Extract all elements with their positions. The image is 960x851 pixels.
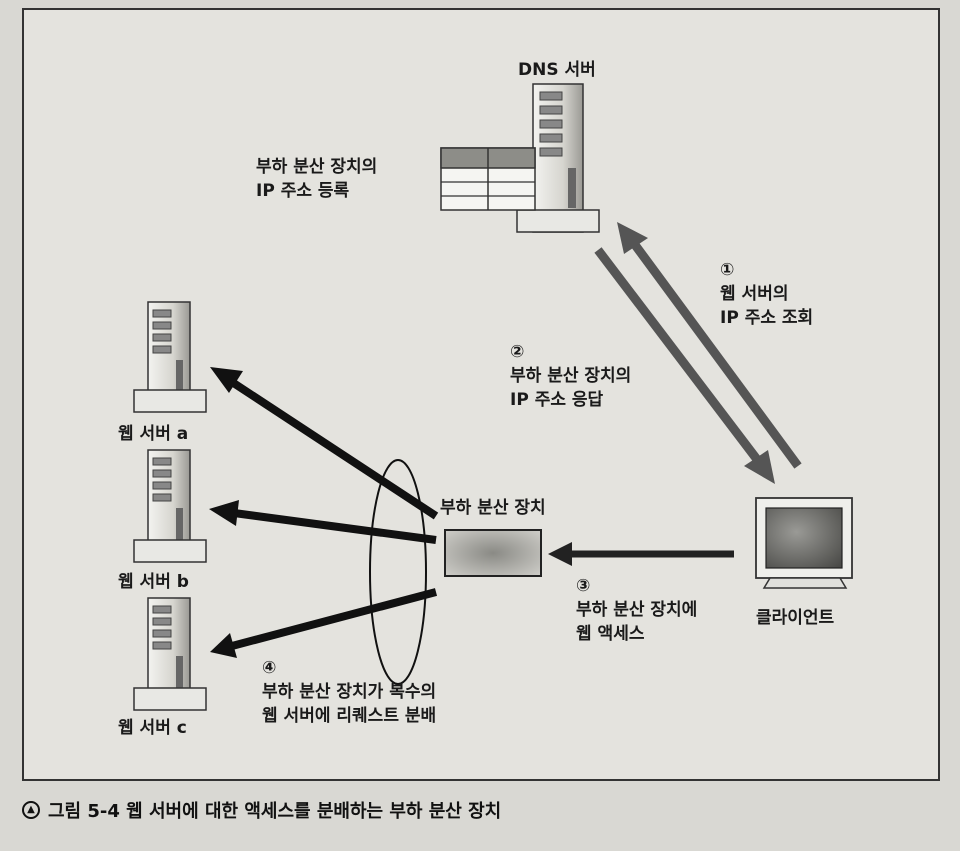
web-server-a-icon xyxy=(133,301,207,413)
web-server-c-icon xyxy=(133,597,207,711)
web-server-a-label: 웹 서버 a xyxy=(118,424,189,444)
arrow-query xyxy=(617,222,802,469)
load-balancer-icon xyxy=(444,529,542,577)
up-arrow-circle-icon: ▲ xyxy=(22,801,40,819)
web-server-b-label: 웹 서버 b xyxy=(118,572,189,592)
arrow-response xyxy=(594,247,775,484)
registration-label: 부하 분산 장치의 IP 주소 등록 xyxy=(256,157,378,201)
distribution-ellipse xyxy=(369,459,427,685)
load-balancer-label: 부하 분산 장치 xyxy=(440,498,546,518)
client-monitor-icon xyxy=(755,497,853,589)
dns-server-icon xyxy=(516,83,600,233)
arrow-client-to-lb xyxy=(548,542,734,566)
step-2-label: ② 부하 분산 장치의 IP 주소 응답 xyxy=(510,342,632,410)
web-server-c-label: 웹 서버 c xyxy=(118,718,187,738)
caption-text: 그림 5-4 웹 서버에 대한 액세스를 분배하는 부하 분산 장치 xyxy=(48,801,502,822)
dns-table-icon xyxy=(440,147,536,211)
arrow-to-web-c xyxy=(210,588,438,658)
web-server-b-icon xyxy=(133,449,207,563)
figure-caption: ▲ 그림 5-4 웹 서버에 대한 액세스를 분배하는 부하 분산 장치 xyxy=(22,797,501,823)
arrow-to-web-a xyxy=(210,367,439,520)
step-1-label: ① 웹 서버의 IP 주소 조회 xyxy=(720,260,814,328)
dns-server-label: DNS 서버 xyxy=(518,60,596,80)
step-3-label: ③ 부하 분산 장치에 웹 액세스 xyxy=(576,576,698,644)
arrow-to-web-b xyxy=(209,500,437,544)
client-label: 클라이언트 xyxy=(756,608,835,628)
step-4-label: ④ 부하 분산 장치가 복수의 웹 서버에 리퀘스트 분배 xyxy=(262,658,437,726)
